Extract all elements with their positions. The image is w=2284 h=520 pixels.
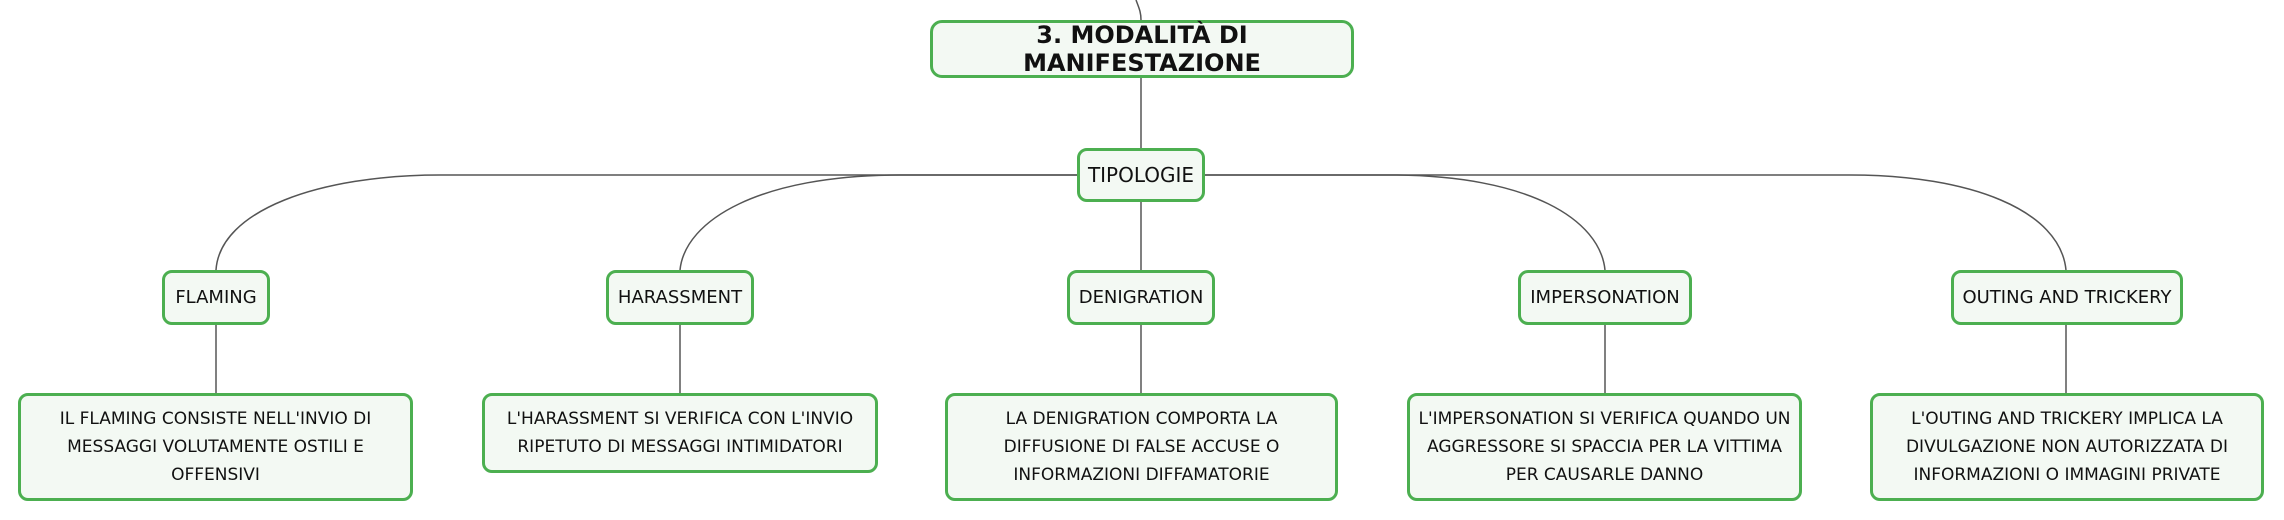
connector-hub-outing [1205,174,2067,271]
description-node-harassment[interactable]: L'HARASSMENT SI VERIFICA CON L'INVIO RIP… [482,393,878,473]
description-text: L'OUTING AND TRICKERY IMPLICA LA DIVULGA… [1905,409,2229,485]
category-node-flaming[interactable]: FLAMING [162,270,270,325]
category-node-harassment[interactable]: HARASSMENT [606,270,754,325]
category-node-denigration[interactable]: DENIGRATION [1067,270,1215,325]
category-label: OUTING AND TRICKERY [1962,287,2172,308]
description-node-outing-and-trickery[interactable]: L'OUTING AND TRICKERY IMPLICA LA DIVULGA… [1870,393,2264,501]
category-node-outing-and-trickery[interactable]: OUTING AND TRICKERY [1951,270,2183,325]
description-node-flaming[interactable]: IL FLAMING CONSISTE NELL'INVIO DI MESSAG… [18,393,413,501]
description-node-impersonation[interactable]: L'IMPERSONATION SI VERIFICA QUANDO UN AG… [1407,393,1802,501]
hub-node-label: TIPOLOGIE [1087,163,1195,187]
category-label: HARASSMENT [617,287,743,308]
connector-hub-flaming [215,174,1077,271]
category-label: FLAMING [175,287,257,308]
description-text: LA DENIGRATION COMPORTA LA DIFFUSIONE DI… [1003,409,1280,485]
category-node-impersonation[interactable]: IMPERSONATION [1518,270,1692,325]
root-node[interactable]: 3. MODALITÀ DI MANIFESTAZIONE [930,20,1354,78]
category-label: IMPERSONATION [1530,287,1680,308]
description-text: L'HARASSMENT SI VERIFICA CON L'INVIO RIP… [506,409,854,457]
connector-top-stub [1135,0,1142,21]
root-node-label: 3. MODALITÀ DI MANIFESTAZIONE [1023,21,1261,77]
category-label: DENIGRATION [1078,287,1204,308]
description-text: IL FLAMING CONSISTE NELL'INVIO DI MESSAG… [59,409,372,485]
connector-hub-impersonation [1205,174,1606,271]
connector-hub-harassment [679,174,1077,271]
description-text: L'IMPERSONATION SI VERIFICA QUANDO UN AG… [1418,409,1791,485]
hub-node-tipologie[interactable]: TIPOLOGIE [1077,148,1205,202]
description-node-denigration[interactable]: LA DENIGRATION COMPORTA LA DIFFUSIONE DI… [945,393,1338,501]
